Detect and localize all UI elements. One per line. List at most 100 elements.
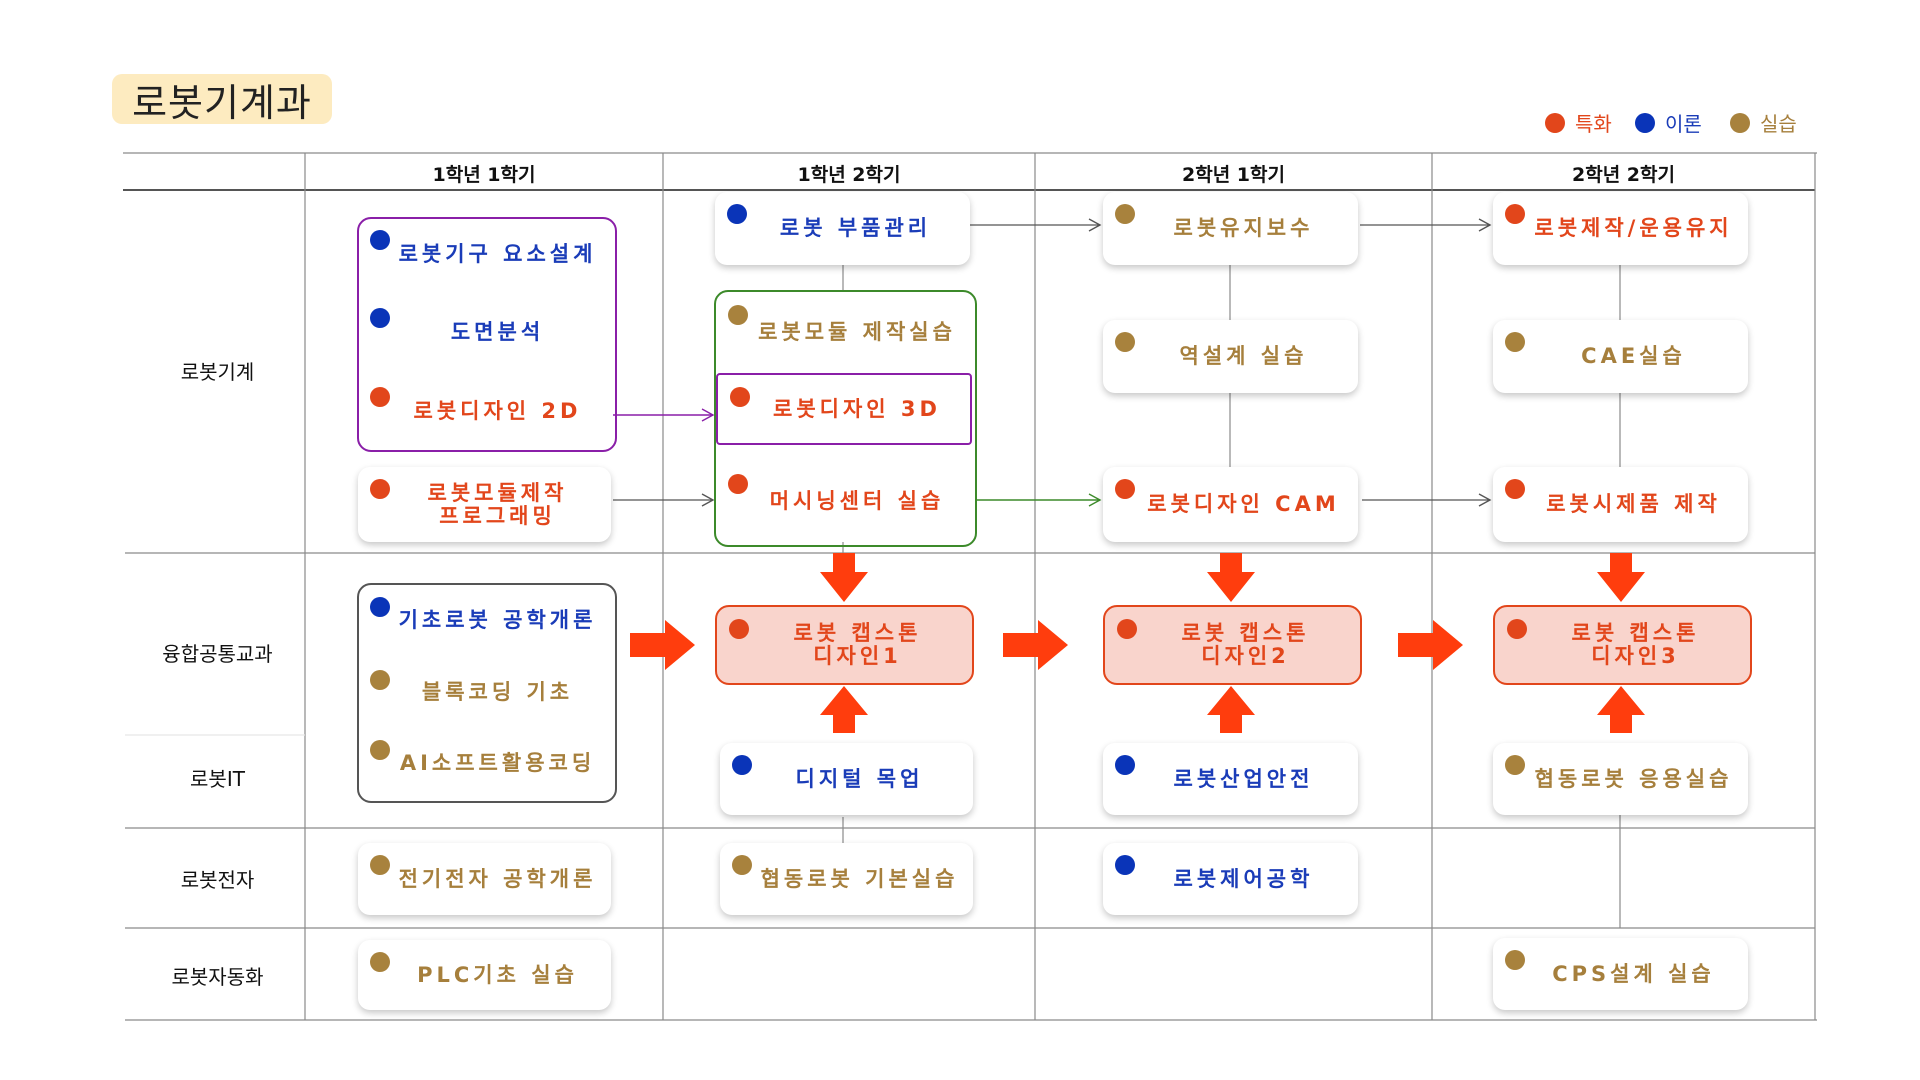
course-label: 도면분석 [450, 319, 545, 344]
row-label-robot-automation: 로봇자동화 [171, 964, 264, 989]
course-label: 역설계 실습 [1179, 344, 1308, 368]
practice-dot-icon [728, 305, 748, 325]
course-label: 로봇 캡스톤 디자인3 [1571, 621, 1700, 668]
theory-dot-icon [727, 204, 747, 224]
specialized-dot-icon [370, 479, 390, 499]
practice-dot-icon [370, 740, 390, 760]
practice-dot-icon [732, 855, 752, 875]
specialized-dot-icon [1117, 619, 1137, 639]
course-label: 로봇디자인 2D [413, 398, 582, 423]
legend-dot-theory [1635, 112, 1655, 133]
legend-label: 이론 [1665, 112, 1702, 136]
capstone-card[interactable]: 로봇 캡스톤 디자인2 [1103, 605, 1362, 685]
course-card[interactable]: 로봇유지보수 [1103, 192, 1358, 265]
course-label: 로봇모듈 제작실습 [758, 319, 956, 344]
course-card[interactable]: 블록코딩 기초 [358, 658, 611, 726]
course-card[interactable]: 로봇제작/운용유지 [1493, 192, 1748, 265]
legend-dot-specialized [1545, 112, 1565, 133]
column-header-y1s2: 1학년 2학기 [797, 163, 901, 186]
page-title: 로봇기계과 [112, 74, 332, 125]
legend-dot-practice [1730, 112, 1750, 133]
course-card[interactable]: 역설계 실습 [1103, 320, 1358, 393]
course-card[interactable]: 로봇시제품 제작 [1493, 467, 1748, 542]
arrow-down-y2s2 [1597, 553, 1645, 602]
course-label: 로봇제어공학 [1173, 866, 1314, 891]
specialized-dot-icon [1507, 619, 1527, 639]
specialized-dot-icon [728, 474, 748, 494]
course-card[interactable]: 로봇기구 요소설계 [358, 218, 611, 290]
practice-dot-icon [1115, 204, 1135, 224]
course-card[interactable]: 로봇디자인 2D [358, 375, 611, 447]
theory-dot-icon [370, 230, 390, 250]
course-label: 협동로봇 기본실습 [760, 866, 959, 891]
course-label: 로봇기구 요소설계 [398, 241, 597, 266]
theory-dot-icon [1115, 855, 1135, 875]
course-label: AI소프트활용코딩 [399, 750, 596, 775]
course-card[interactable]: 협동로봇 기본실습 [720, 843, 973, 915]
course-label: 로봇 부품관리 [779, 216, 932, 240]
practice-dot-icon [1505, 332, 1525, 352]
column-header-y2s2: 2학년 2학기 [1572, 163, 1675, 186]
course-card[interactable]: 기초로봇 공학개론 [358, 585, 611, 655]
course-card[interactable]: 로봇 부품관리 [715, 192, 970, 265]
table-grid [123, 152, 1817, 1021]
row-label-robot-electronics: 로봇전자 [180, 867, 255, 892]
theory-dot-icon [732, 755, 752, 775]
course-label: 협동로봇 응용실습 [1534, 766, 1733, 791]
capstone-card[interactable]: 로봇 캡스톤 디자인1 [715, 605, 974, 685]
theory-dot-icon [370, 308, 390, 328]
course-label: 머시닝센터 실습 [769, 488, 945, 513]
course-label: 전기전자 공학개론 [398, 866, 597, 891]
course-label: 기초로봇 공학개론 [398, 607, 597, 632]
course-card[interactable]: 협동로봇 응용실습 [1493, 743, 1748, 815]
course-card[interactable]: 도면분석 [358, 296, 611, 368]
course-label: 로봇디자인 CAM [1147, 492, 1340, 516]
course-group-module [714, 290, 977, 547]
capstone-card[interactable]: 로봇 캡스톤 디자인3 [1493, 605, 1752, 685]
course-label: 로봇 캡스톤 디자인2 [1181, 621, 1310, 668]
course-group-common [357, 583, 617, 803]
course-card[interactable]: 로봇제어공학 [1103, 843, 1358, 915]
course-label: 로봇산업안전 [1173, 766, 1314, 791]
specialized-dot-icon [370, 387, 390, 407]
course-card[interactable]: AI소프트활용코딩 [358, 728, 611, 798]
course-label: 로봇시제품 제작 [1546, 492, 1721, 516]
legend-practice: 실습 [1730, 108, 1797, 137]
course-card[interactable]: 디지털 목업 [720, 743, 973, 815]
course-label: 로봇디자인 3D [773, 396, 941, 421]
arrow-up-y1s2 [820, 686, 868, 733]
arrow-up-y2s2 [1597, 686, 1645, 733]
row-label-common-courses: 융합공통교과 [162, 641, 273, 666]
course-card[interactable]: 로봇모듈 제작실습 [716, 293, 972, 371]
column-header-y1s1: 1학년 1학기 [432, 163, 536, 186]
specialized-dot-icon [730, 387, 750, 407]
arrow-down-y1s2 [820, 553, 868, 602]
course-label: 디지털 목업 [795, 766, 924, 791]
practice-dot-icon [370, 952, 390, 972]
course-card[interactable]: 로봇디자인 3D [716, 373, 972, 445]
course-label: 로봇유지보수 [1173, 216, 1314, 240]
specialized-dot-icon [1505, 204, 1525, 224]
course-label: 로봇제작/운용유지 [1534, 216, 1733, 240]
legend-specialized: 특화 [1545, 108, 1612, 137]
course-group-design [357, 217, 617, 452]
course-card[interactable]: 로봇모듈제작 프로그래밍 [358, 467, 611, 542]
course-card[interactable]: 로봇디자인 CAM [1103, 467, 1358, 542]
course-label: CAE실습 [1581, 344, 1686, 368]
arrow-right-2 [1003, 620, 1068, 670]
course-label: 로봇 캡스톤 디자인1 [793, 621, 922, 668]
course-card[interactable]: 머시닝센터 실습 [716, 462, 972, 540]
specialized-dot-icon [1505, 479, 1525, 499]
course-card[interactable]: PLC기초 실습 [358, 940, 611, 1010]
course-card[interactable]: 로봇산업안전 [1103, 743, 1358, 815]
practice-dot-icon [1115, 332, 1135, 352]
legend-theory: 이론 [1635, 108, 1702, 137]
course-label: 블록코딩 기초 [421, 679, 574, 704]
row-label-robot-it: 로봇IT [190, 766, 245, 791]
practice-dot-icon [370, 855, 390, 875]
course-card[interactable]: CAE실습 [1493, 320, 1748, 393]
course-card[interactable]: 전기전자 공학개론 [358, 843, 611, 915]
theory-dot-icon [370, 597, 390, 617]
course-card[interactable]: CPS설계 실습 [1493, 938, 1748, 1010]
